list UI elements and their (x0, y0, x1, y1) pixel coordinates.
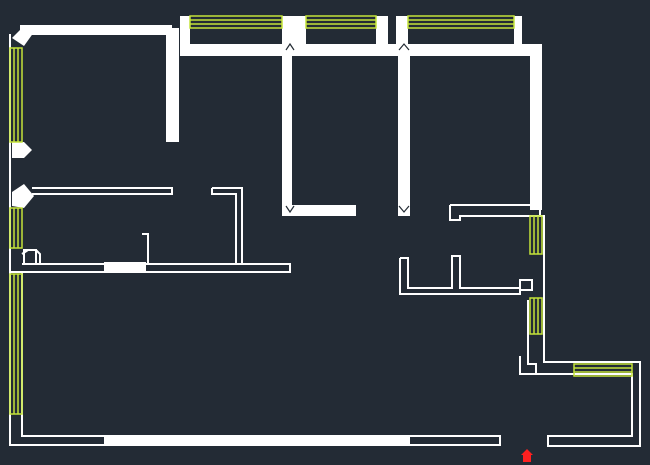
door-mark-2 (398, 205, 410, 213)
wall-hall-door (104, 262, 146, 272)
door-mark-4 (398, 43, 410, 51)
wall-top-edge-2 (292, 44, 402, 56)
wall-corridor-2 (398, 44, 410, 216)
pillar-top-1 (180, 16, 190, 48)
window-left-1 (9, 47, 23, 143)
outline-hall-divider (142, 233, 149, 264)
wall-right-column (530, 44, 542, 210)
outline-hall-main (10, 263, 291, 273)
wall-top-edge-3 (402, 44, 540, 56)
window-left-3 (9, 273, 23, 415)
window-top-3 (407, 15, 515, 29)
wall-ledge-corridor (292, 205, 356, 216)
windows (9, 15, 633, 415)
wall-corner-top-left (12, 26, 34, 46)
outline-wall-left-mid (32, 187, 173, 195)
wall-bottom-door (104, 435, 410, 445)
pillar-top-2 (282, 16, 296, 48)
door-mark-1 (285, 205, 295, 214)
wall-left-room-right (166, 28, 179, 142)
outline-walls (9, 34, 641, 447)
outline-right-rooms (399, 255, 521, 295)
pillar-top-5 (396, 16, 408, 48)
wall-left-stub-lower (12, 142, 32, 158)
window-top-1 (189, 15, 283, 29)
door-mark-3 (285, 42, 295, 51)
outline-closet (211, 187, 243, 265)
pillar-top-6 (514, 16, 522, 48)
wall-top-left (20, 25, 172, 35)
wall-corridor-1 (282, 44, 292, 216)
wall-corner-left-mid (12, 184, 34, 208)
window-right-bottom (573, 363, 633, 377)
door-marks (285, 42, 410, 214)
window-right-2 (529, 297, 543, 335)
entrance-marker-icon[interactable] (521, 449, 533, 462)
outline-small-box-2 (23, 249, 37, 265)
pillar-top-4 (376, 16, 388, 48)
window-top-2 (305, 15, 377, 29)
outline-right-upper (449, 204, 541, 221)
solid-walls (12, 16, 542, 445)
wall-top-edge-1 (180, 44, 292, 56)
outline-right-ext (527, 215, 641, 447)
window-right-1 (529, 215, 543, 255)
pillar-top-3 (296, 16, 306, 48)
window-left-2 (9, 207, 23, 249)
outline-right-step (519, 356, 536, 375)
outline-small-box (519, 279, 533, 291)
outline-left-boundary (9, 34, 501, 446)
